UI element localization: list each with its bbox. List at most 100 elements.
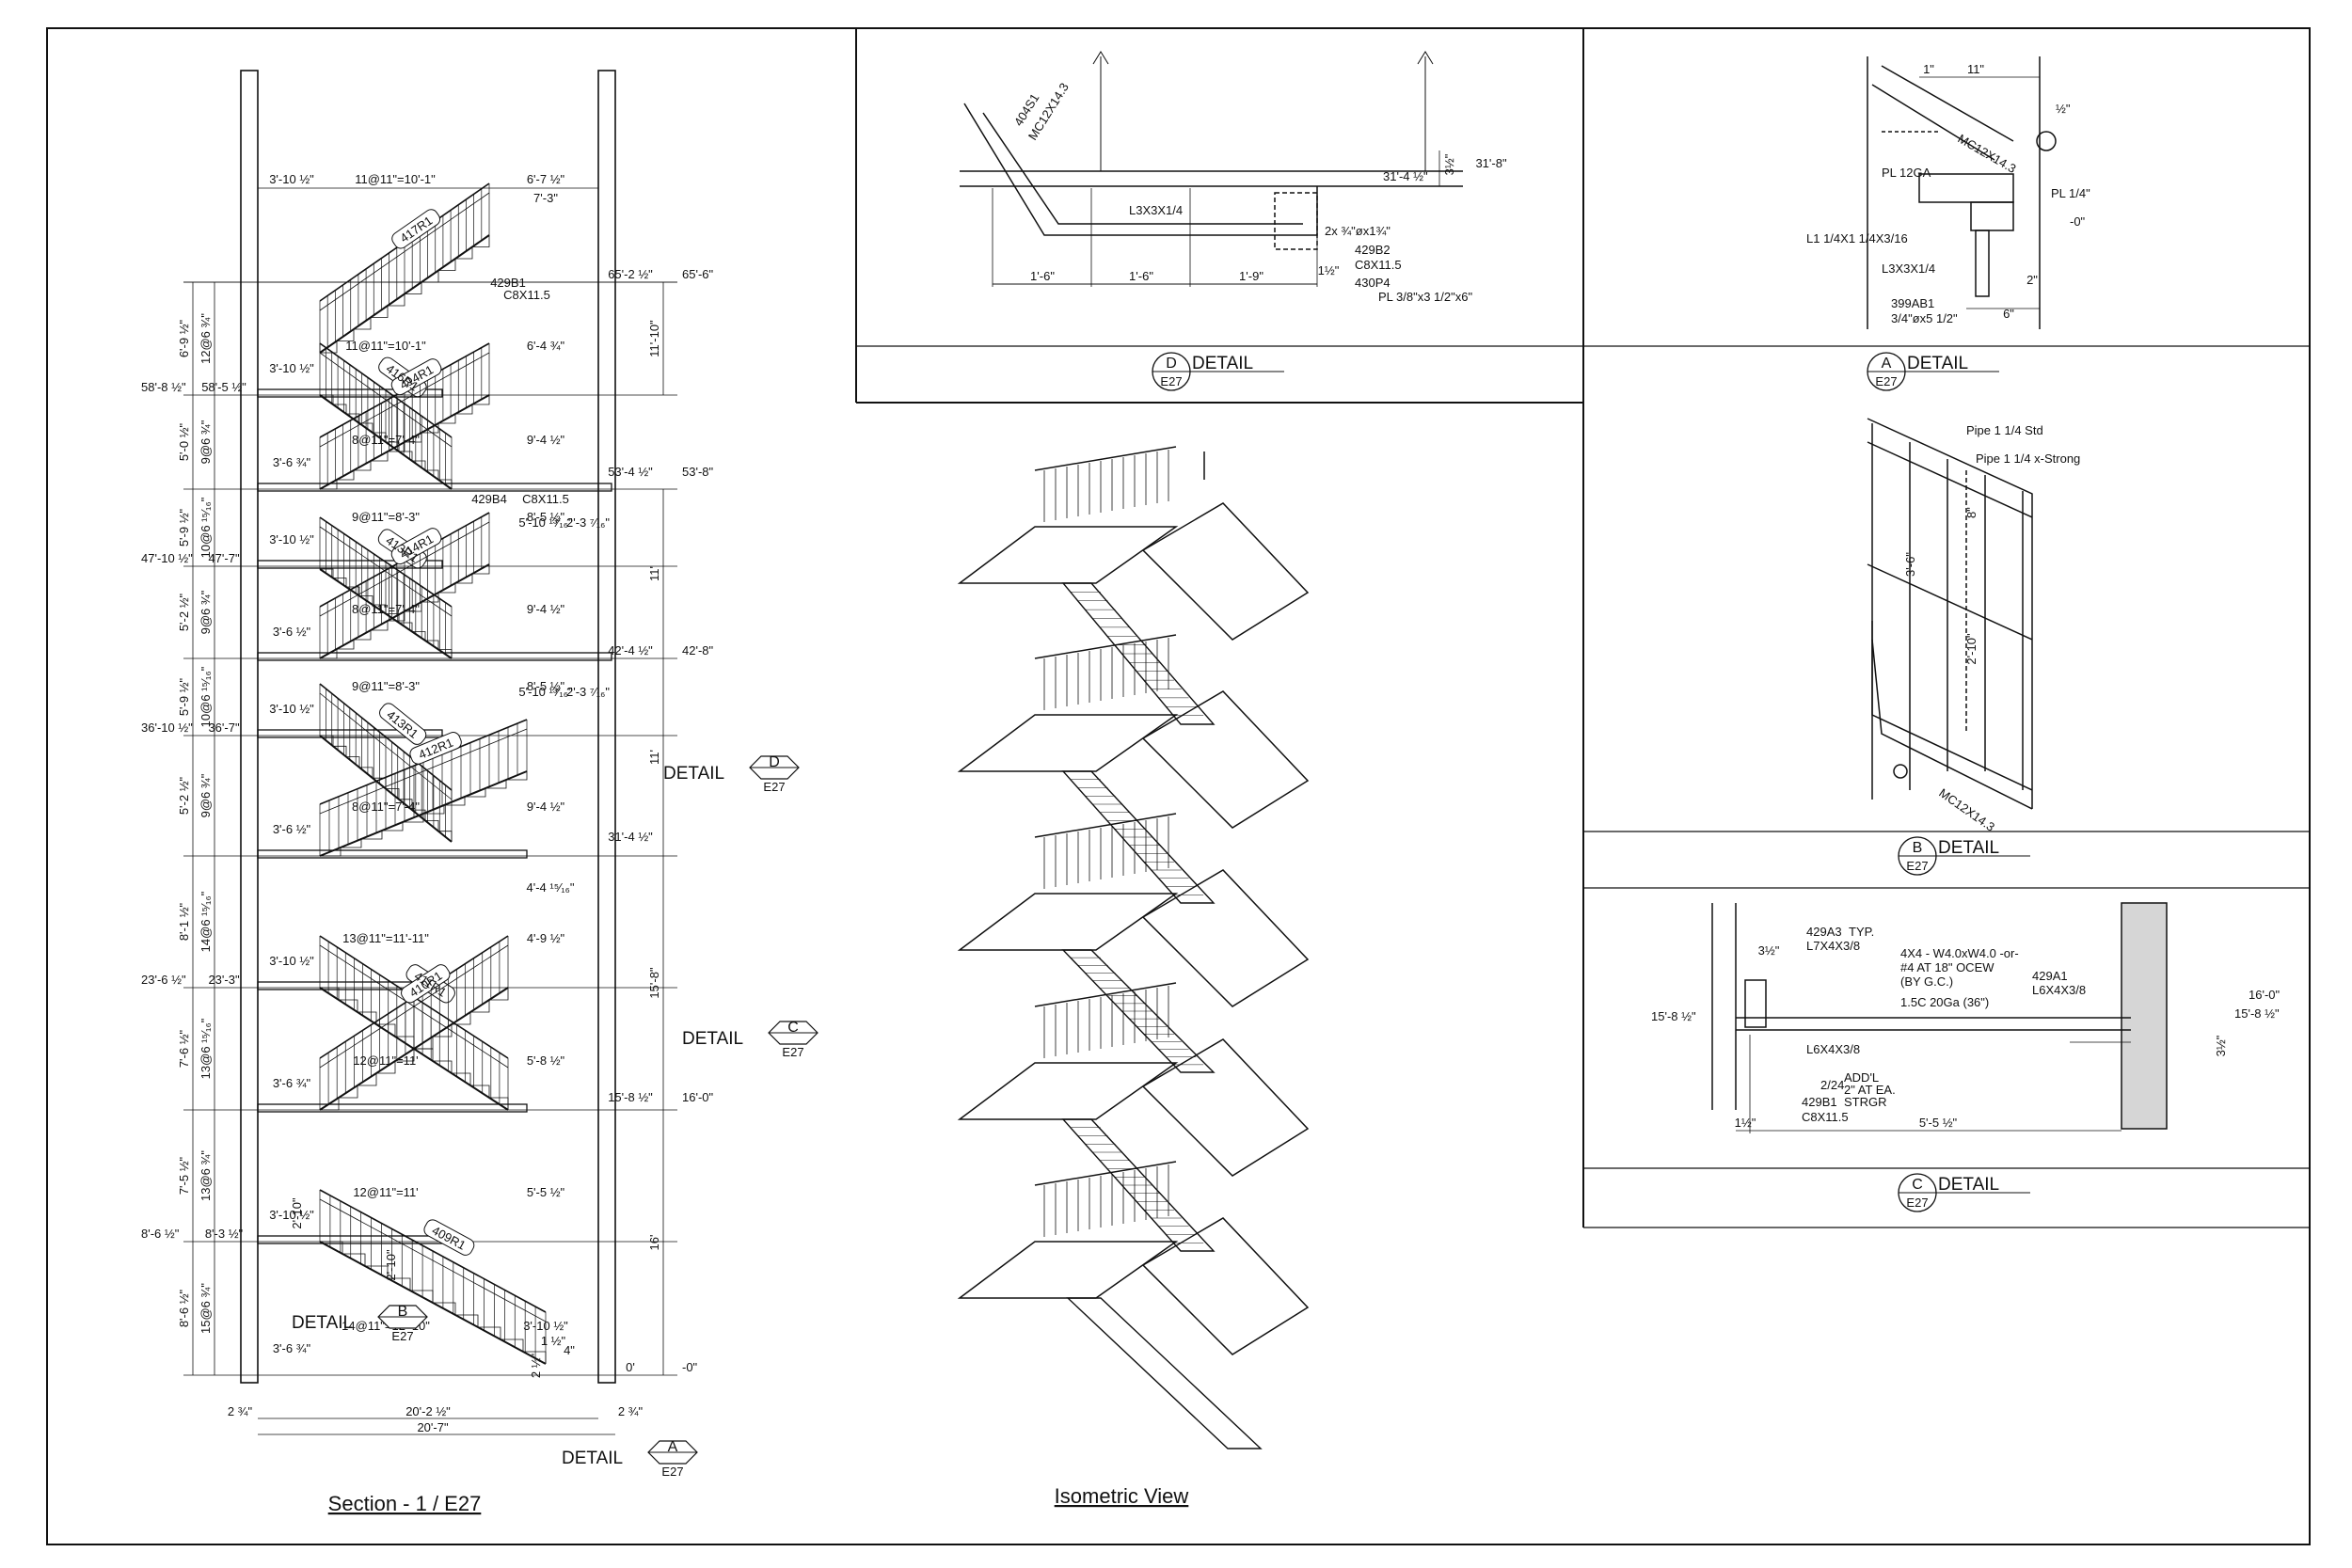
iso-level bbox=[957, 446, 1310, 725]
callout-letter: A bbox=[668, 1439, 678, 1455]
landing-slab bbox=[257, 849, 528, 859]
dim: 5'-5 ½" bbox=[1919, 1116, 1958, 1130]
iso-rail bbox=[1034, 446, 1177, 471]
dim-text: 7'-3" bbox=[533, 191, 558, 205]
flight-left-dim: 3'-6 ¾" bbox=[273, 455, 311, 469]
tread bbox=[320, 987, 340, 1000]
tread bbox=[341, 839, 362, 848]
elevation-left-inner: 8'-3 ½" bbox=[205, 1227, 244, 1241]
misc-dim: 2 ½" bbox=[529, 1353, 543, 1378]
stair-flight bbox=[319, 719, 528, 857]
tag: PL 1/4" bbox=[2051, 186, 2090, 200]
flight-tag bbox=[401, 964, 451, 1004]
tread bbox=[455, 574, 473, 584]
floor-height-dim: 15'-8" bbox=[647, 967, 661, 999]
height-dim: 5'-9 ½" bbox=[177, 677, 191, 716]
detail-sheet: E27 bbox=[1160, 374, 1182, 388]
flight-tag bbox=[379, 703, 427, 745]
detail-letter: B bbox=[1913, 840, 1923, 856]
tag: ADD'L bbox=[1844, 1070, 1879, 1085]
tag: C8X11.5 bbox=[1355, 258, 1402, 272]
elevation-left-inner: 36'-7" bbox=[208, 721, 240, 735]
iso-landing-right bbox=[1141, 690, 1310, 829]
tread bbox=[425, 469, 439, 480]
detail-c bbox=[1711, 902, 2168, 1133]
flight-right-dim: 9'-4 ½" bbox=[527, 433, 565, 447]
elevation-right: 31'-4 ½" bbox=[608, 830, 653, 844]
tread bbox=[472, 235, 490, 247]
dim: 16'-0" bbox=[2249, 988, 2280, 1002]
iso-flight bbox=[1061, 770, 1216, 904]
tread bbox=[371, 451, 389, 462]
tread bbox=[405, 602, 422, 612]
tread bbox=[373, 604, 387, 614]
tread bbox=[421, 593, 439, 603]
callout-sheet: E27 bbox=[782, 1045, 803, 1059]
tread bbox=[399, 622, 413, 632]
tag: C8X11.5 bbox=[1802, 1110, 1849, 1124]
tread bbox=[320, 735, 334, 747]
flight-tag bbox=[423, 1219, 475, 1256]
tread bbox=[410, 1290, 434, 1303]
tread bbox=[333, 404, 347, 414]
detail-sheet: E27 bbox=[1875, 374, 1897, 388]
beam-tag: C8X11.5 bbox=[503, 288, 550, 302]
misc-dim: 2'-10" bbox=[384, 1249, 398, 1281]
callout-sheet: E27 bbox=[661, 1465, 683, 1479]
tag: (BY G.C.) bbox=[1900, 974, 1953, 989]
tread bbox=[433, 1024, 453, 1037]
detail-letter: D bbox=[1166, 356, 1177, 372]
tread bbox=[470, 1000, 490, 1013]
elevation-right: 0' bbox=[626, 1360, 635, 1374]
tread bbox=[320, 480, 338, 490]
landing-slab bbox=[257, 1235, 443, 1244]
iso-landing-right bbox=[1141, 1217, 1310, 1355]
stair-flight bbox=[319, 1189, 547, 1365]
elevation-right-outer: 16'-0" bbox=[682, 1090, 714, 1104]
tag: 2x ¾"øx1¾" bbox=[1325, 224, 1391, 238]
tread bbox=[433, 1060, 453, 1073]
tag: TYP. bbox=[1849, 925, 1874, 939]
tread bbox=[333, 578, 347, 587]
landing-slab bbox=[257, 652, 612, 661]
tread bbox=[388, 1277, 411, 1291]
tread bbox=[320, 394, 334, 404]
tread bbox=[414, 1037, 434, 1050]
callout-letter: D bbox=[769, 754, 780, 770]
flight-left-dim: 3'-6 ¾" bbox=[273, 1076, 311, 1090]
elevation-left: 36'-10 ½" bbox=[141, 721, 193, 735]
floor-height-dim: 16' bbox=[647, 1235, 661, 1251]
tread bbox=[489, 1097, 509, 1110]
section-title: Section - 1 / E27 bbox=[328, 1492, 482, 1515]
tag: MC12X14.3 bbox=[1936, 785, 1997, 834]
iso-level bbox=[957, 982, 1310, 1252]
tread bbox=[354, 461, 372, 471]
iso-landing-right bbox=[1141, 1038, 1310, 1177]
tread bbox=[433, 1302, 456, 1315]
tag: 3/4"øx5 1/2" bbox=[1891, 311, 1958, 325]
tread bbox=[358, 1011, 377, 1024]
sheet-border bbox=[46, 27, 2311, 1545]
tag: 429A3 bbox=[1806, 925, 1842, 939]
detail-b bbox=[1867, 418, 2033, 810]
dim: -0" bbox=[2070, 214, 2086, 229]
height-dim: 8'-6 ½" bbox=[177, 1289, 191, 1327]
tread bbox=[361, 831, 383, 840]
elevation-left-inner: 23'-3" bbox=[208, 973, 240, 987]
tag: #4 AT 18" OCEW bbox=[1900, 960, 1994, 974]
tread bbox=[320, 1241, 343, 1254]
riser-dim: 9@6 ¾" bbox=[199, 590, 213, 634]
stair-flight bbox=[319, 683, 453, 843]
dim: 6" bbox=[2003, 307, 2014, 321]
misc-dim: 2'-10" bbox=[290, 1197, 304, 1229]
tread bbox=[371, 621, 389, 631]
flight-run-dim: 8@11"=7'-4" bbox=[352, 433, 420, 447]
tag: PL 12GA bbox=[1882, 166, 1931, 180]
elevation-left-inner: 47'-7" bbox=[208, 551, 240, 565]
flight-right-dim: 6'-4 ¾" bbox=[527, 339, 565, 353]
riser-dim: 10@6 ¹⁵⁄₁₆" bbox=[199, 666, 213, 727]
tag: L3X3X1/4 bbox=[1882, 261, 1935, 276]
